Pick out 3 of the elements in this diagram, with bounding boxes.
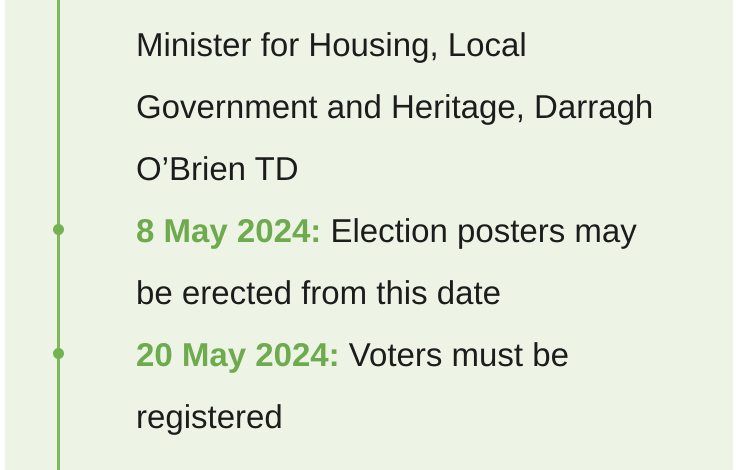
- timeline-entry: 8 May 2024: Election posters may be erected from this date: [136, 210, 638, 313]
- timeline-entry: 20 May 2024: Voters must be registered: [136, 334, 570, 437]
- timeline-entry: Minister for Housing, Local Government and Heritage, Darragh O’Brien TD: [136, 24, 654, 189]
